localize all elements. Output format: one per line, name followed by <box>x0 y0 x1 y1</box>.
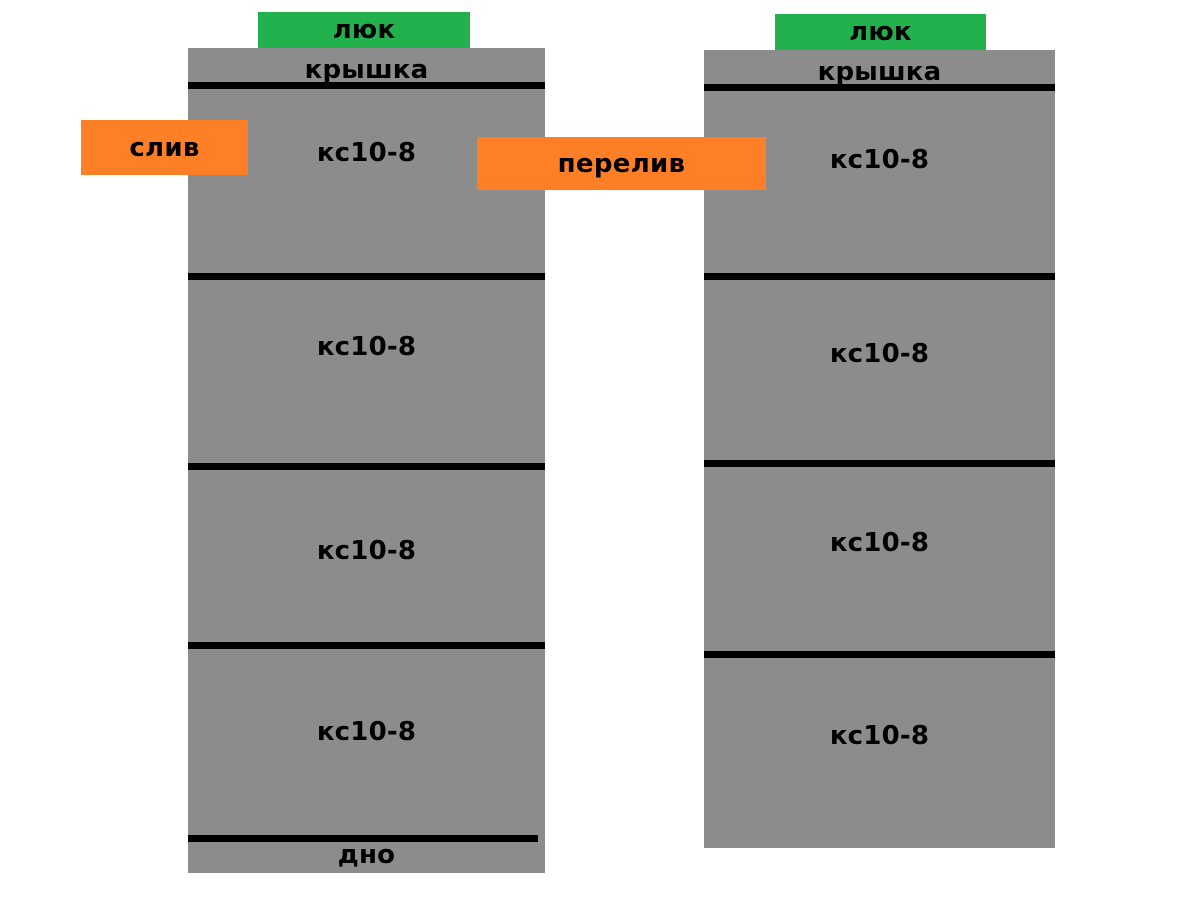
drain-pipe-callout: слив <box>81 120 248 175</box>
tank-right-ring-label-4: кс10-8 <box>829 721 930 751</box>
divider-left-3 <box>188 642 545 649</box>
tank-right-ring-label-3: кс10-8 <box>829 528 930 558</box>
hatch-callout-left: люк <box>258 12 470 48</box>
divider-right-1 <box>704 273 1055 280</box>
divider-left-2 <box>188 463 545 470</box>
tank-left-cover-label: крышка <box>304 55 429 85</box>
tank-left-bottom-label: дно <box>337 840 396 870</box>
tank-left-ring-label-2: кс10-8 <box>316 332 417 362</box>
tank-right-ring-label-2: кс10-8 <box>829 339 930 369</box>
hatch-callout-right: люк <box>775 14 986 50</box>
tank-left-ring-label-3: кс10-8 <box>316 536 417 566</box>
overflow-pipe-callout: перелив <box>477 137 766 190</box>
divider-left-cover <box>188 82 545 89</box>
divider-left-1 <box>188 273 545 280</box>
divider-right-cover <box>704 84 1055 91</box>
divider-left-bottom <box>188 835 538 842</box>
divider-right-3 <box>704 651 1055 658</box>
tank-left-ring-label-4: кс10-8 <box>316 717 417 747</box>
tank-right-ring-label-1: кс10-8 <box>829 145 930 175</box>
divider-right-2 <box>704 460 1055 467</box>
tank-left-ring-label-1: кс10-8 <box>316 138 417 168</box>
tank-right-cover-label: крышка <box>817 57 942 87</box>
